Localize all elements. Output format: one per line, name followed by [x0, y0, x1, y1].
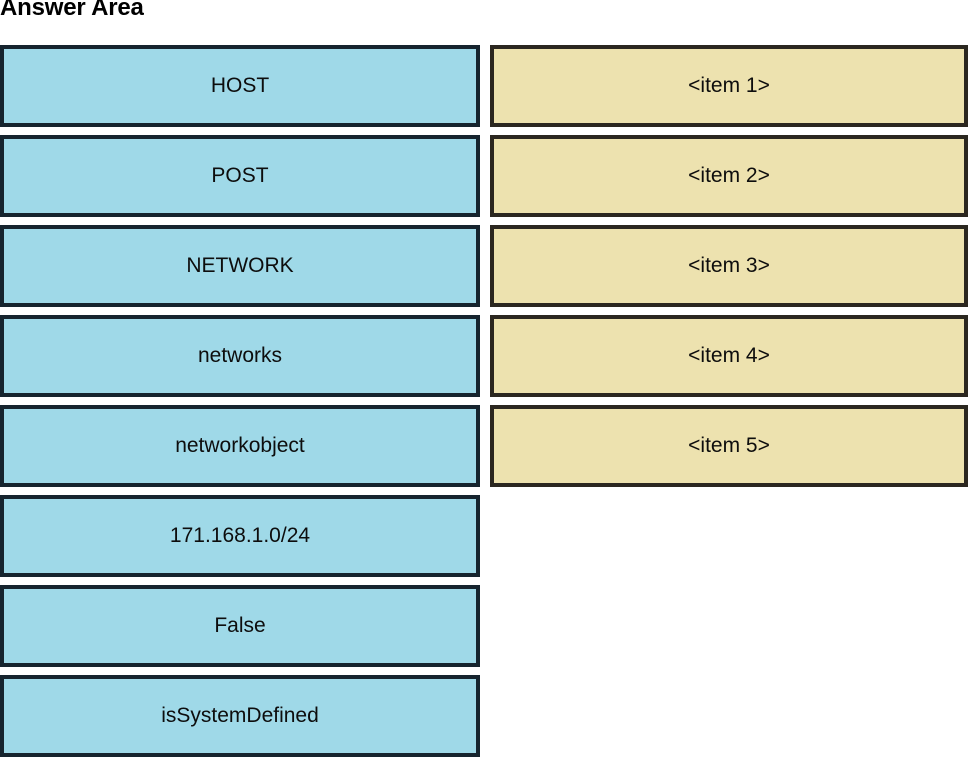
page-title: Answer Area: [0, 0, 144, 21]
answer-slot-item-3[interactable]: <item 3>: [490, 225, 968, 307]
answer-slot-item-1[interactable]: <item 1>: [490, 45, 968, 127]
source-option-issystemdefined[interactable]: isSystemDefined: [0, 675, 480, 757]
answer-slot-label: <item 1>: [688, 74, 770, 97]
answer-slot-label: <item 3>: [688, 254, 770, 277]
source-option-networkobject[interactable]: networkobject: [0, 405, 480, 487]
source-option-label: isSystemDefined: [161, 704, 319, 727]
source-option-label: networkobject: [175, 434, 305, 457]
answer-slot-label: <item 4>: [688, 344, 770, 367]
answer-slot-item-5[interactable]: <item 5>: [490, 405, 968, 487]
source-option-post[interactable]: POST: [0, 135, 480, 217]
source-option-subnet[interactable]: 171.168.1.0/24: [0, 495, 480, 577]
answer-slots-column: <item 1> <item 2> <item 3> <item 4> <ite…: [490, 45, 968, 487]
answer-slot-label: <item 5>: [688, 434, 770, 457]
source-option-label: HOST: [210, 74, 270, 97]
source-option-label: NETWORK: [186, 254, 294, 277]
answer-slot-item-2[interactable]: <item 2>: [490, 135, 968, 217]
answer-slot-item-4[interactable]: <item 4>: [490, 315, 968, 397]
answer-slot-label: <item 2>: [688, 164, 770, 187]
source-option-label: networks: [197, 344, 283, 367]
source-options-column: HOST POST NETWORK networks networkobject…: [0, 45, 480, 757]
source-option-false[interactable]: False: [0, 585, 480, 667]
source-option-label: POST: [211, 164, 269, 187]
source-option-label: False: [214, 614, 266, 637]
source-option-network[interactable]: NETWORK: [0, 225, 480, 307]
source-option-networks[interactable]: networks: [0, 315, 480, 397]
source-option-host[interactable]: HOST: [0, 45, 480, 127]
source-option-label: 171.168.1.0/24: [169, 524, 311, 547]
